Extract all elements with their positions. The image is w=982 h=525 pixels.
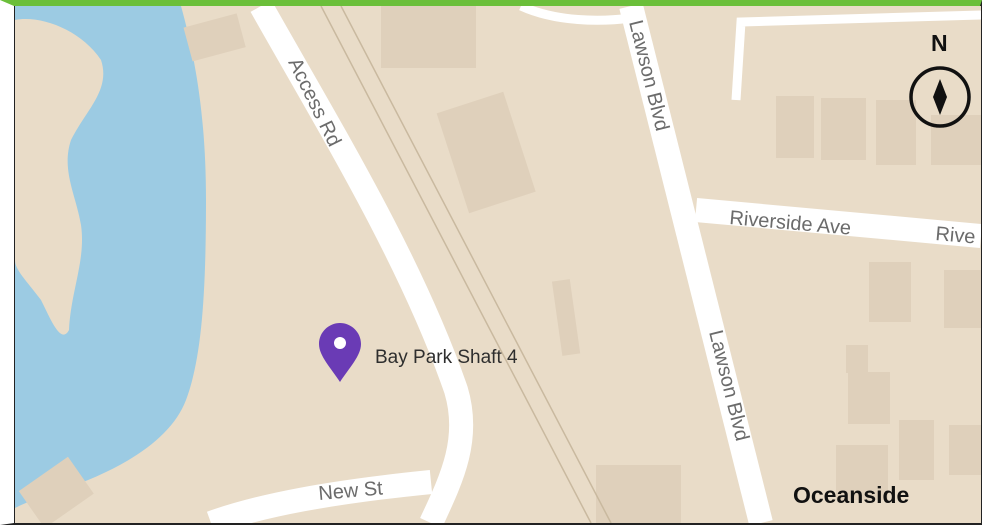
- compass-north-icon: [909, 66, 971, 128]
- pin-dot: [334, 337, 346, 349]
- service-road-2: [519, 6, 632, 25]
- map-canvas[interactable]: Access Rd Lawson Blvd Lawson Blvd Rivers…: [14, 6, 981, 523]
- compass-north-label: N: [931, 30, 948, 56]
- area-label: Oceanside: [793, 482, 909, 508]
- new-st: [206, 470, 433, 523]
- map-marker[interactable]: Bay Park Shaft 4: [319, 323, 518, 382]
- buildings: [18, 6, 981, 523]
- access-rd: [250, 6, 474, 523]
- roads: [206, 6, 981, 523]
- land-island: [46, 157, 68, 200]
- rail-lines: [320, 6, 612, 523]
- compass: N: [909, 30, 971, 128]
- road-label-riverside-ave-cut: Rive: [935, 223, 977, 248]
- lawson-blvd: [619, 6, 773, 523]
- marker-label: Bay Park Shaft 4: [375, 347, 518, 368]
- map-svg: Access Rd Lawson Blvd Lawson Blvd Rivers…: [15, 6, 981, 523]
- riverside-ave: [694, 198, 981, 248]
- service-road: [731, 10, 981, 101]
- map-pin-icon[interactable]: [319, 323, 361, 382]
- compass-needle-icon: [933, 79, 947, 115]
